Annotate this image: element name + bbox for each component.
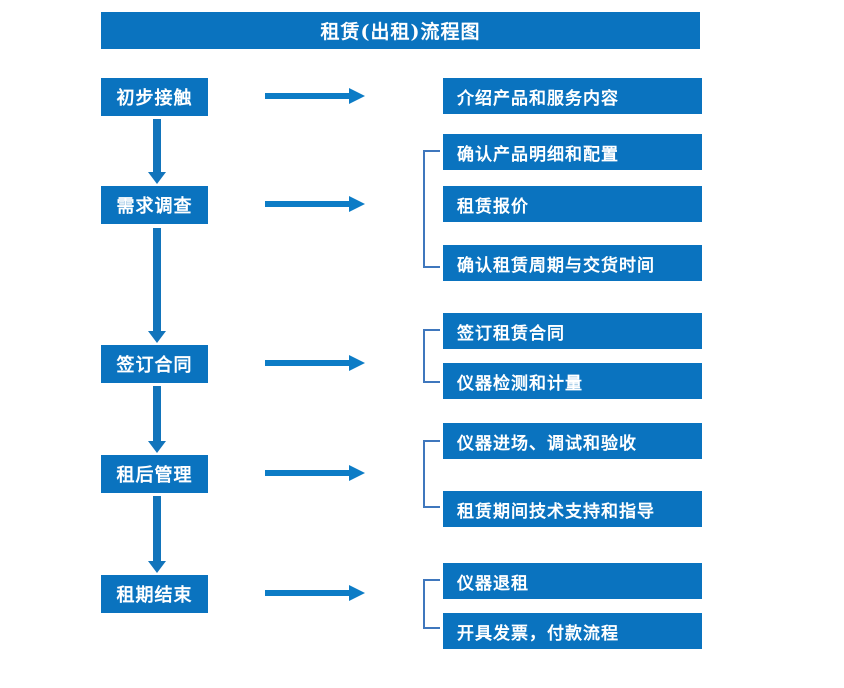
detail-box-rental-quotation[interactable]: 租赁报价 [443,186,702,222]
arrow-right-icon [265,465,365,481]
arrow-head [148,172,166,184]
stage-box-rental-end[interactable]: 租期结束 [101,575,208,613]
detail-box-technical-support[interactable]: 租赁期间技术支持和指导 [443,491,702,527]
stage-box-post-rental-management[interactable]: 租后管理 [101,455,208,493]
arrow-shaft [153,228,161,331]
arrow-down-icon [148,386,166,453]
group-bracket-icon [423,150,440,268]
arrow-shaft [265,590,351,596]
group-bracket-icon [423,579,440,629]
arrow-head [349,196,365,212]
arrow-head [148,441,166,453]
arrow-head [349,585,365,601]
detail-box-sign-rental-contract[interactable]: 签订租赁合同 [443,313,702,349]
detail-box-confirm-product-spec[interactable]: 确认产品明细和配置 [443,134,702,170]
detail-box-introduce-products[interactable]: 介绍产品和服务内容 [443,78,702,114]
detail-box-invoice-payment[interactable]: 开具发票，付款流程 [443,613,702,649]
arrow-right-icon [265,585,365,601]
arrow-shaft [265,360,351,366]
arrow-head [349,355,365,371]
detail-box-confirm-period-delivery[interactable]: 确认租赁周期与交货时间 [443,245,702,281]
arrow-down-icon [148,496,166,573]
arrow-shaft [265,470,351,476]
stage-box-needs-survey[interactable]: 需求调查 [101,186,208,224]
arrow-down-icon [148,228,166,343]
arrow-head [148,331,166,343]
arrow-right-icon [265,88,365,104]
detail-box-instrument-inspection[interactable]: 仪器检测和计量 [443,363,702,399]
arrow-right-icon [265,355,365,371]
arrow-shaft [265,93,351,99]
stage-box-sign-contract[interactable]: 签订合同 [101,345,208,383]
group-bracket-icon [423,440,440,508]
arrow-head [349,465,365,481]
arrow-head [349,88,365,104]
arrow-right-icon [265,196,365,212]
arrow-shaft [153,386,161,441]
detail-box-instrument-return[interactable]: 仪器退租 [443,563,702,599]
arrow-shaft [153,119,161,172]
group-bracket-icon [423,329,440,383]
detail-box-instrument-onsite-commission[interactable]: 仪器进场、调试和验收 [443,423,702,459]
arrow-shaft [265,201,351,207]
stage-box-initial-contact[interactable]: 初步接触 [101,78,208,116]
arrow-shaft [153,496,161,561]
page-title: 租赁(出租)流程图 [101,12,700,49]
arrow-head [148,561,166,573]
arrow-down-icon [148,119,166,184]
